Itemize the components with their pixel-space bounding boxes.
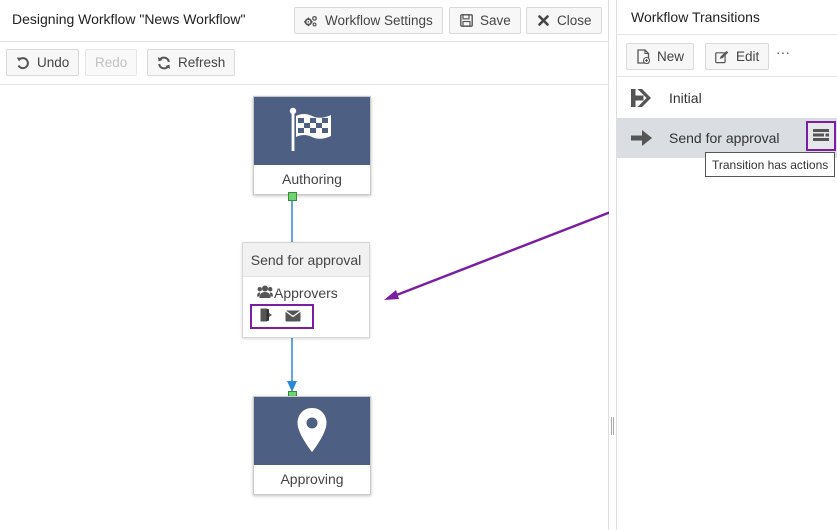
undo-button[interactable]: Undo [6,49,80,76]
workflow-settings-label: Workflow Settings [325,13,433,28]
state-node-header [254,397,370,465]
transition-item-initial[interactable]: Initial [617,78,837,118]
state-node-header [254,97,370,165]
new-document-icon [636,49,650,64]
transition-item-label: Send for approval [669,130,780,146]
redo-label: Redo [95,55,128,70]
save-icon [459,14,473,28]
checkered-flag-icon [287,107,337,156]
panel-toolbar: New Edit ··· [617,35,837,77]
close-button[interactable]: Close [526,7,602,34]
transition-node-role: Approvers [257,285,338,301]
panel-title: Workflow Transitions [631,9,760,25]
transition-item-send-for-approval[interactable]: Send for approval [617,118,837,158]
refresh-button[interactable]: Refresh [147,49,236,76]
annotation-arrowhead [384,290,399,300]
transition-item-label: Initial [669,90,702,106]
edit-label: Edit [736,49,760,64]
more-options-button[interactable]: ··· [776,44,790,60]
transitions-panel: Workflow Transitions New Edit ··· Initia… [617,0,837,530]
state-node-label: Approving [280,471,344,487]
transition-actions-indicator[interactable] [806,121,836,151]
transition-node-send-for-approval[interactable]: Send for approval Approvers [242,242,370,338]
splitter-grip[interactable] [611,417,614,435]
pane-splitter[interactable] [609,0,617,530]
tooltip: Transition has actions [705,152,836,177]
divider [617,34,837,35]
refresh-label: Refresh [178,55,226,70]
role-label: Approvers [274,285,338,301]
new-transition-button[interactable]: New [626,43,695,70]
gears-icon [304,14,318,28]
state-node-label: Authoring [282,171,342,187]
designer-toolbar: Undo Redo Refresh [0,43,609,85]
refresh-icon [157,56,171,70]
transition-node-title: Send for approval [243,243,369,277]
edit-transition-button[interactable]: Edit [705,43,770,70]
page-title: Designing Workflow "News Workflow" [12,11,246,27]
state-node-approving[interactable]: Approving [253,396,371,495]
close-label: Close [557,13,592,28]
save-label: Save [480,13,511,28]
connector-arrowhead [287,381,297,392]
exit-door-icon[interactable] [260,308,273,325]
workflow-settings-button[interactable]: Workflow Settings [294,7,443,34]
state-node-authoring[interactable]: Authoring [253,96,371,195]
map-marker-icon [296,407,328,456]
close-icon [536,14,550,28]
envelope-icon[interactable] [285,309,301,325]
transition-actions-highlight [250,304,314,329]
edit-icon [715,50,729,64]
designer-pane: Designing Workflow "News Workflow" Workf… [0,0,699,530]
users-icon [257,285,273,301]
start-arrow-icon [631,88,653,108]
redo-button[interactable]: Redo [85,49,138,76]
connection-port[interactable] [288,192,297,201]
actions-list-icon [812,128,830,145]
arrow-right-icon [631,128,653,148]
undo-label: Undo [37,55,70,70]
designer-header: Designing Workflow "News Workflow" Workf… [0,0,609,42]
new-label: New [657,49,685,64]
save-button[interactable]: Save [449,7,521,34]
undo-icon [16,56,30,70]
